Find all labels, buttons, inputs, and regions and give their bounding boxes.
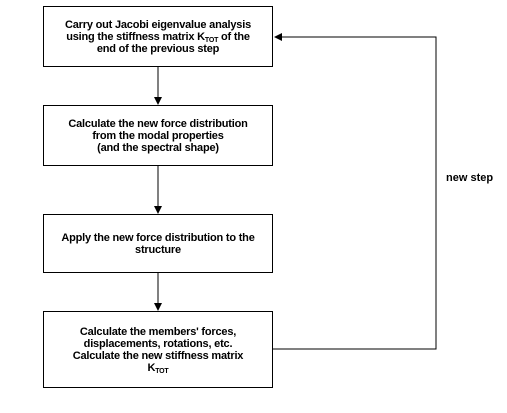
step3-line2: structure (135, 243, 181, 256)
step1-line3: end of the previous step (96, 42, 220, 55)
step-jacobi-eigenvalue-analysis: Carry out Jacobi eigenvalue analysis usi… (43, 6, 273, 67)
loop-back-arrow (273, 33, 437, 350)
step-apply-force-distribution: Apply the new force distribution to the … (43, 214, 273, 273)
step1-k-subscript: TOT (204, 36, 219, 44)
step4-k-subscript: TOT (155, 367, 169, 375)
step-calculate-force-distribution: Calculate the new force distribution fro… (43, 105, 273, 166)
step4-line3: Calculate the new stiffness matrix (72, 349, 244, 362)
step2-line2: from the modal properties (92, 129, 224, 142)
step1-line1: Carry out Jacobi eigenvalue analysis (65, 18, 251, 31)
step1-line2: using the stiffness matrix KTOT of the (66, 30, 250, 44)
step4-line2: displacements, rotations, etc. (83, 337, 233, 350)
step3-line1: Apply the new force distribution to the (61, 231, 255, 244)
loop-label: new step (446, 172, 494, 184)
step-calculate-member-forces: Calculate the members' forces, displacem… (43, 311, 273, 388)
step4-line1: Calculate the members' forces, (79, 325, 237, 338)
step4-line4: KTOT (147, 361, 169, 375)
step2-line3: (and the spectral shape) (97, 141, 219, 154)
step1-line2-suffix: of the (218, 30, 250, 43)
step4-line4-text: K (147, 361, 156, 374)
step1-line2-text: using the stiffness matrix K (66, 30, 205, 43)
step2-line1: Calculate the new force distribution (68, 117, 248, 130)
